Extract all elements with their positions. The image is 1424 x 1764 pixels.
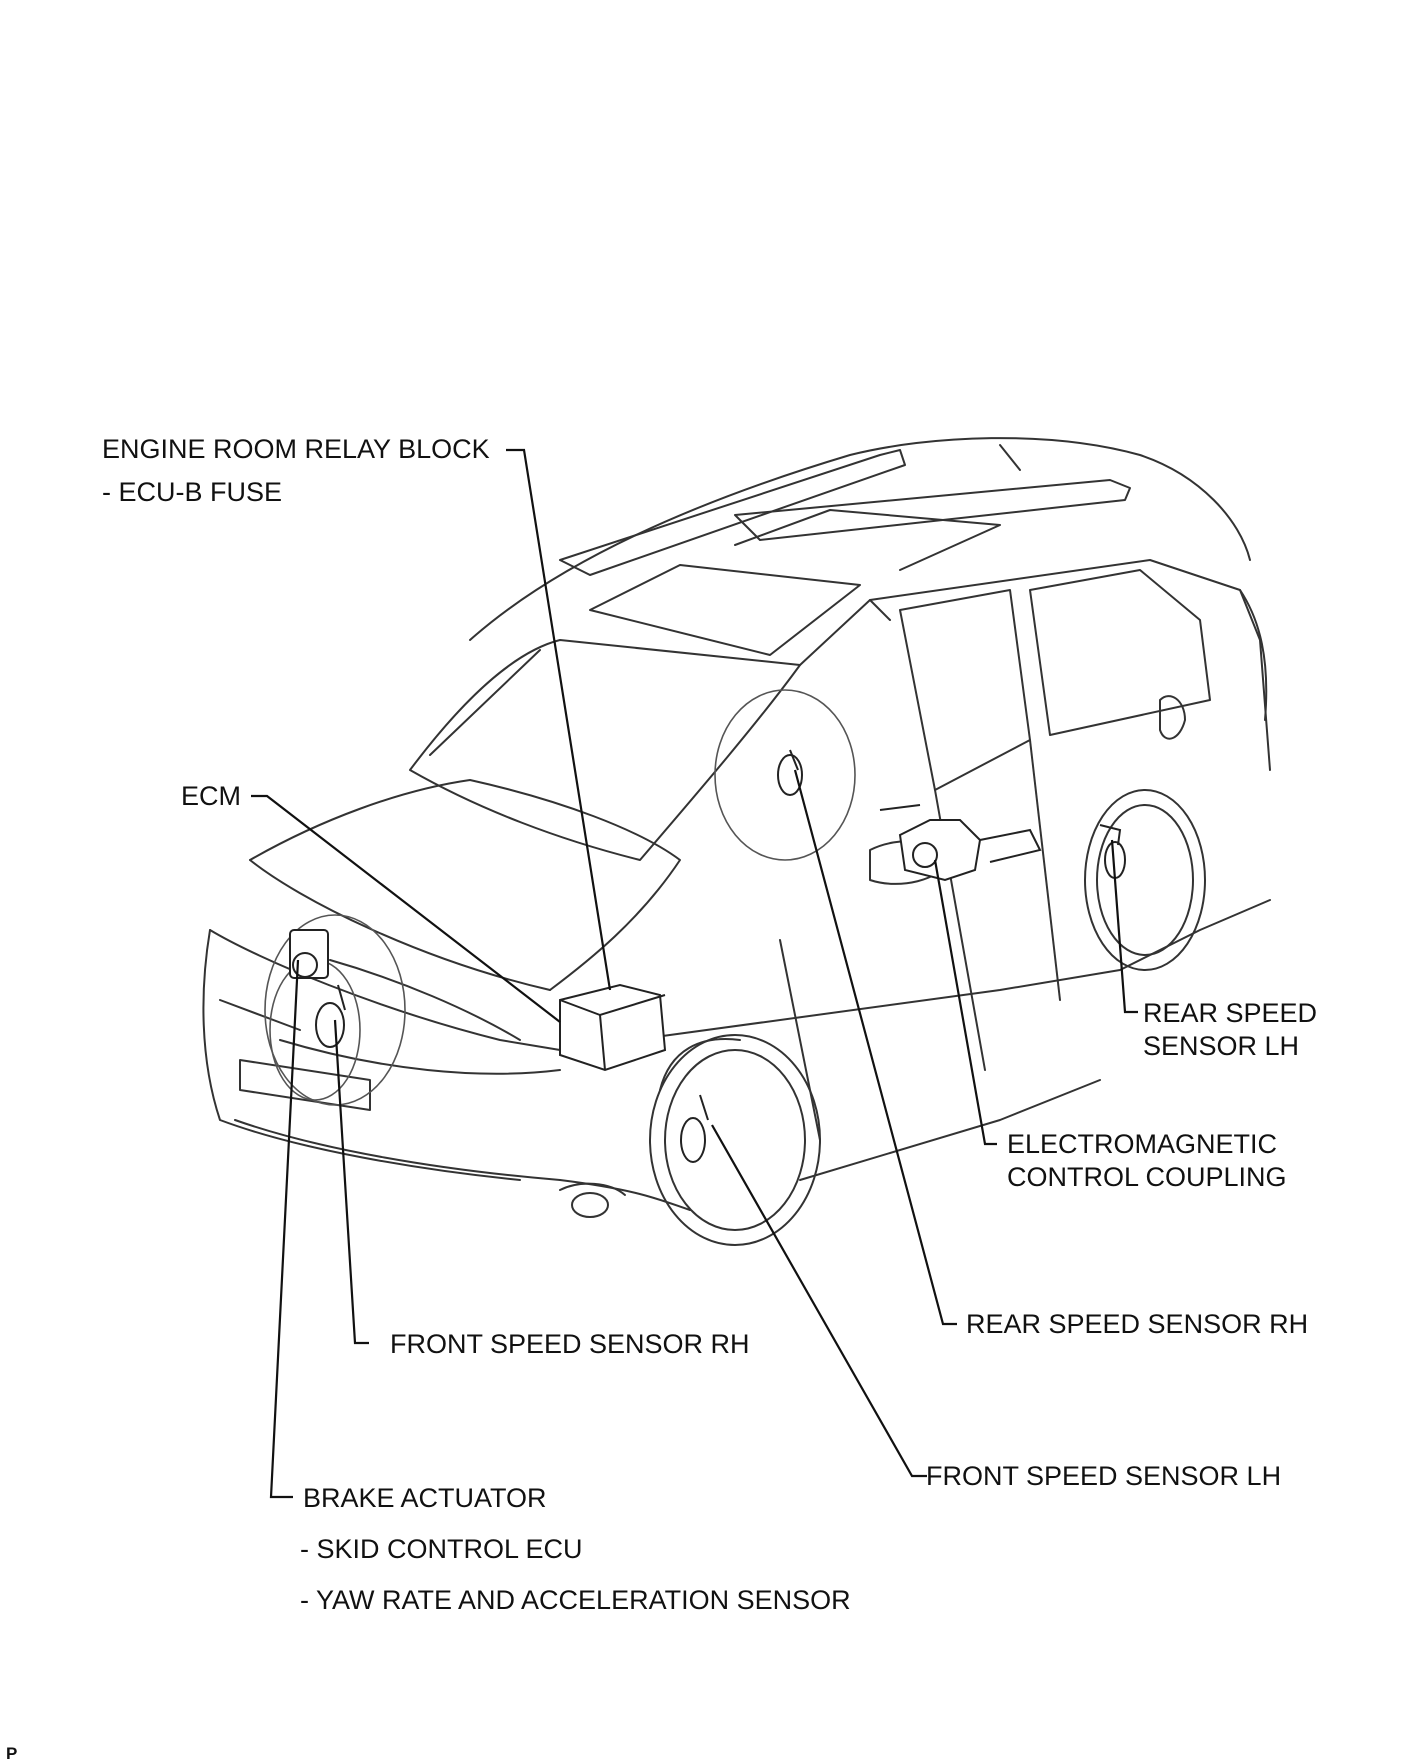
leader-front-speed-sensor-rh: [333, 1019, 369, 1345]
label-ecm: ECM: [181, 781, 241, 811]
label-electromagnetic-line2: CONTROL COUPLING: [1007, 1162, 1287, 1192]
label-ecu-b-fuse: - ECU-B FUSE: [102, 477, 283, 507]
leader-front-speed-sensor-lh: [711, 1124, 927, 1478]
label-brake-actuator: BRAKE ACTUATOR: [303, 1483, 547, 1513]
corner-mark: P: [6, 1744, 18, 1763]
label-yaw-rate-sensor: - YAW RATE AND ACCELERATION SENSOR: [300, 1585, 851, 1615]
brake-actuator-icon: [289, 929, 329, 979]
label-front-speed-sensor-rh: FRONT SPEED SENSOR RH: [390, 1329, 750, 1359]
label-skid-control-ecu: - SKID CONTROL ECU: [300, 1534, 583, 1564]
ecm-icon: [559, 983, 667, 1072]
leader-ecm: [251, 794, 561, 1023]
label-front-speed-sensor-lh: FRONT SPEED SENSOR LH: [926, 1461, 1282, 1491]
component-symbols: [289, 749, 1126, 1163]
rear-speed-sensor-rh-icon: [777, 749, 803, 796]
leader-rear-speed-sensor-rh: [793, 769, 957, 1326]
leader-lines: [251, 448, 1138, 1499]
label-electromagnetic-line1: ELECTROMAGNETIC: [1007, 1129, 1278, 1159]
leader-brake-actuator: [269, 959, 300, 1499]
leader-rear-speed-sensor-lh: [1110, 839, 1138, 1014]
front-speed-sensor-lh-icon: [680, 1094, 709, 1163]
front-speed-sensor-rh-icon: [315, 984, 346, 1048]
label-rear-speed-sensor-rh: REAR SPEED SENSOR RH: [966, 1309, 1309, 1339]
label-rear-speed-sensor-lh-line2: SENSOR LH: [1143, 1031, 1300, 1061]
minivan-outline: [202, 437, 1271, 1246]
leader-electromagnetic-control-coupling: [933, 859, 997, 1146]
electromagnetic-control-coupling-icon: [879, 804, 1042, 882]
leader-engine-room-relay-block: [506, 448, 612, 991]
label-rear-speed-sensor-lh-line1: REAR SPEED: [1143, 998, 1318, 1028]
label-engine-room-relay-block: ENGINE ROOM RELAY BLOCK: [102, 434, 490, 464]
